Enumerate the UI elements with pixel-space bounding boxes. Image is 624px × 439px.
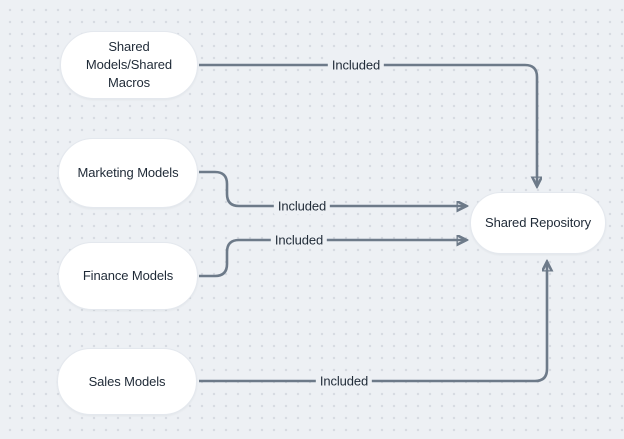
node-label: Sales Models [88,373,166,389]
node-finance-models[interactable]: Finance Models [58,242,198,310]
edge-sales-to-repo [199,262,547,383]
node-shared-models-shared-macros[interactable]: Shared Models/Shared Macros [60,31,198,99]
edge-finance-to-repo [199,240,466,278]
edge-label-included-marketing[interactable]: Included [273,197,331,215]
edge-label-included-shared[interactable]: Included [327,56,385,74]
edge-label-included-sales[interactable]: Included [315,372,373,390]
node-label: Finance Models [82,268,174,283]
edge-marketing-to-repo [199,170,466,206]
node-marketing-models[interactable]: Marketing Models [58,138,198,208]
node-label: Shared Models/Shared Macros [85,39,173,90]
node-shared-repository[interactable]: Shared Repository [470,192,606,254]
edge-shared-to-repo [199,63,537,186]
node-sales-models[interactable]: Sales Models [57,348,197,415]
node-label: Marketing Models [77,165,179,180]
edge-label-included-finance[interactable]: Included [270,231,328,249]
node-label: Shared Repository [485,215,591,230]
